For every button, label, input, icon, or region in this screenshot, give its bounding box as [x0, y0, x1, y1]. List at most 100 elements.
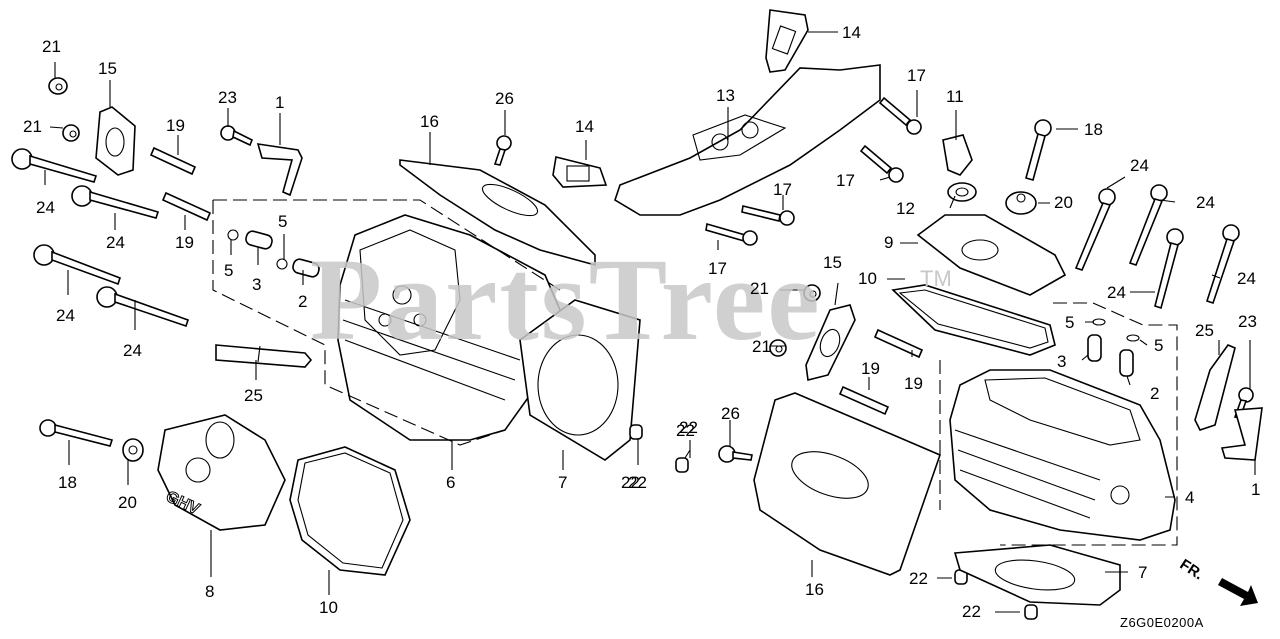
- callout-17[interactable]: 17: [836, 171, 855, 190]
- callout-21[interactable]: 21: [752, 337, 771, 356]
- callout-12[interactable]: 12: [896, 199, 915, 218]
- breather-bolt-part-icon[interactable]: [39, 419, 114, 447]
- callout-18[interactable]: 18: [58, 473, 77, 492]
- nut-part-icon[interactable]: [803, 284, 821, 302]
- callout-9[interactable]: 9: [884, 233, 894, 252]
- callout-22[interactable]: 22: [628, 473, 647, 492]
- nut-part-icon[interactable]: [769, 339, 787, 357]
- callout-24[interactable]: 24: [1107, 283, 1126, 302]
- stud-bolt-part-icon[interactable]: [161, 191, 212, 222]
- callout-24[interactable]: 24: [123, 341, 142, 360]
- callout-23[interactable]: 23: [1238, 312, 1257, 331]
- callout-15[interactable]: 15: [823, 253, 842, 272]
- callout-22[interactable]: 22: [909, 569, 928, 588]
- callout-21[interactable]: 21: [750, 279, 769, 298]
- callout-3[interactable]: 3: [252, 275, 262, 294]
- insulator-gasket-part-icon[interactable]: [95, 106, 136, 176]
- callout-18[interactable]: 18: [1084, 120, 1103, 139]
- callout-5[interactable]: 5: [1065, 313, 1075, 332]
- flange-bolt-part-icon[interactable]: [859, 144, 904, 183]
- valve-guide-part-icon[interactable]: [1087, 334, 1102, 362]
- nut-part-icon[interactable]: [48, 77, 68, 95]
- head-cover-part-icon[interactable]: [399, 159, 596, 267]
- intake-manifold-part-icon[interactable]: [614, 64, 881, 216]
- flange-bolt-part-icon[interactable]: [705, 222, 758, 246]
- callout-20[interactable]: 20: [118, 493, 137, 512]
- flange-bolt-part-icon[interactable]: [1205, 224, 1240, 305]
- callout-3[interactable]: 3: [1057, 352, 1067, 371]
- flange-bolt-part-icon[interactable]: [11, 148, 98, 183]
- callout-14[interactable]: 14: [842, 23, 861, 42]
- spark-plug-part-icon[interactable]: [215, 344, 313, 368]
- callout-22[interactable]: 22: [962, 602, 981, 621]
- callout-22[interactable]: 22: [676, 421, 695, 440]
- flange-bolt-part-icon[interactable]: [220, 125, 254, 147]
- callout-24[interactable]: 24: [1130, 156, 1149, 175]
- insulator-gasket-part-icon[interactable]: [805, 304, 856, 381]
- clip-part-icon[interactable]: [227, 229, 239, 241]
- clip-part-icon[interactable]: [276, 258, 288, 270]
- washer-part-icon[interactable]: [947, 182, 977, 202]
- callout-21[interactable]: 21: [23, 117, 42, 136]
- valve-guide-part-icon[interactable]: [245, 230, 274, 250]
- head-gasket-part-icon[interactable]: [953, 544, 1121, 606]
- callout-13[interactable]: 13: [716, 86, 735, 105]
- callout-16[interactable]: 16: [420, 112, 439, 131]
- stud-bolt-part-icon[interactable]: [149, 146, 197, 176]
- head-cover-part-icon[interactable]: [157, 414, 286, 531]
- callout-25[interactable]: 25: [244, 386, 263, 405]
- callout-17[interactable]: 17: [773, 180, 792, 199]
- clip-part-icon[interactable]: [1092, 318, 1106, 326]
- callout-7[interactable]: 7: [558, 473, 568, 492]
- callout-19[interactable]: 19: [166, 116, 185, 135]
- callout-5[interactable]: 5: [278, 212, 288, 231]
- callout-23[interactable]: 23: [218, 88, 237, 107]
- valve-guide-part-icon[interactable]: [292, 258, 321, 278]
- grommet-part-icon[interactable]: [122, 438, 144, 462]
- dowel-pin-part-icon[interactable]: [675, 457, 689, 473]
- head-cover-gasket-part-icon[interactable]: [891, 284, 1056, 356]
- callout-5[interactable]: 5: [1154, 336, 1164, 355]
- clip-part-icon[interactable]: [1126, 334, 1140, 342]
- stud-bolt-part-icon[interactable]: [873, 328, 924, 359]
- callout-26[interactable]: 26: [495, 89, 514, 108]
- dowel-pin-part-icon[interactable]: [629, 424, 643, 440]
- flange-bolt-part-icon[interactable]: [1154, 228, 1184, 310]
- cylinder-head-part-icon[interactable]: [337, 214, 561, 441]
- dowel-pin-part-icon[interactable]: [1024, 604, 1038, 620]
- head-cover-gasket-part-icon[interactable]: [289, 446, 411, 576]
- oil-filler-cap-part-icon[interactable]: [942, 134, 973, 176]
- valve-guide-part-icon[interactable]: [1119, 349, 1134, 377]
- callout-17[interactable]: 17: [708, 259, 727, 278]
- callout-22[interactable]: 22: [679, 418, 698, 437]
- flange-bolt-part-icon[interactable]: [96, 286, 190, 328]
- callout-24[interactable]: 24: [106, 233, 125, 252]
- head-gasket-part-icon[interactable]: [519, 299, 641, 461]
- nut-part-icon[interactable]: [62, 124, 80, 142]
- cylinder-head-part-icon[interactable]: [949, 369, 1176, 541]
- gasket-part-icon[interactable]: [552, 156, 608, 188]
- callout-22[interactable]: 22: [621, 473, 640, 492]
- callout-8[interactable]: 8: [205, 582, 215, 601]
- callout-24[interactable]: 24: [56, 306, 75, 325]
- head-cover-part-icon[interactable]: [753, 392, 942, 576]
- flange-bolt-part-icon[interactable]: [1128, 184, 1168, 266]
- callout-21[interactable]: 21: [42, 37, 61, 56]
- callout-1[interactable]: 1: [1251, 480, 1261, 499]
- callout-19[interactable]: 19: [904, 374, 923, 393]
- callout-10[interactable]: 10: [858, 269, 877, 288]
- spark-plug-part-icon[interactable]: [1194, 344, 1236, 431]
- stud-bolt-part-icon[interactable]: [838, 385, 890, 416]
- callout-16[interactable]: 16: [805, 580, 824, 599]
- callout-24[interactable]: 24: [36, 198, 55, 217]
- hanger-part-icon[interactable]: [256, 143, 303, 197]
- callout-2[interactable]: 2: [1150, 384, 1160, 403]
- callout-10[interactable]: 10: [319, 598, 338, 617]
- callout-24[interactable]: 24: [1237, 269, 1256, 288]
- callout-1[interactable]: 1: [275, 93, 285, 112]
- callout-7[interactable]: 7: [1138, 563, 1148, 582]
- flange-bolt-part-icon[interactable]: [1074, 188, 1116, 271]
- callout-26[interactable]: 26: [721, 404, 740, 423]
- callout-19[interactable]: 19: [175, 233, 194, 252]
- callout-5[interactable]: 5: [224, 261, 234, 280]
